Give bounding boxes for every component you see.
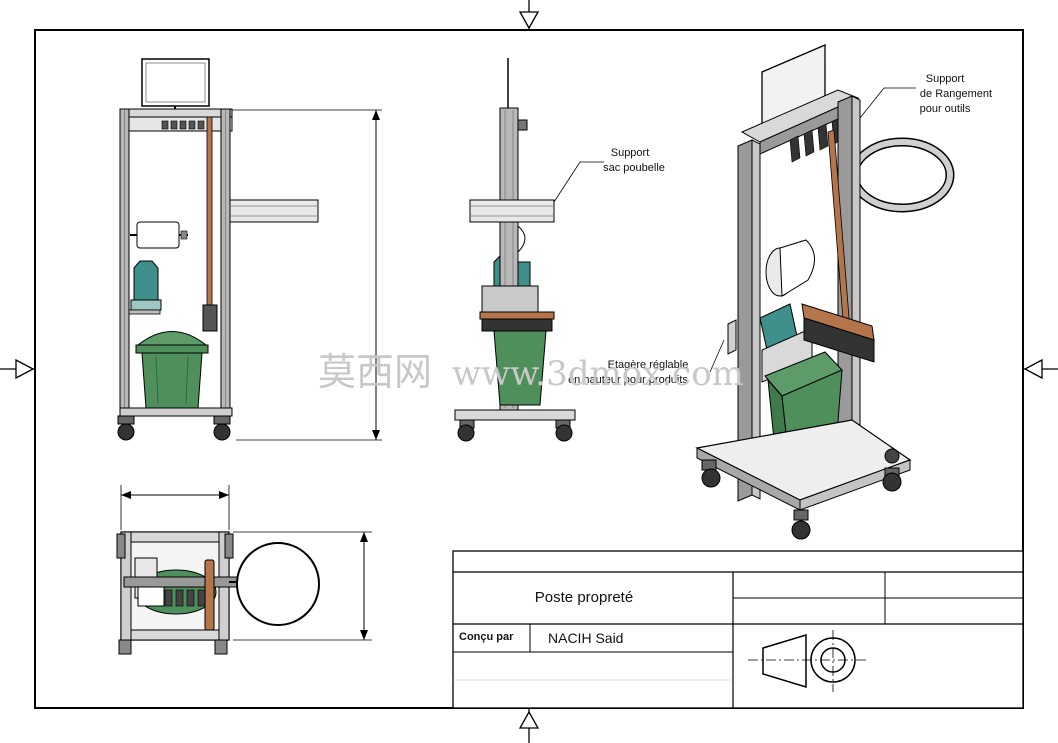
callout-tool-support-1: Support [926, 73, 965, 85]
callout-tool-support-3: pour outils [920, 103, 971, 115]
callout-shelf-2: en hauteur pour produits [568, 374, 688, 386]
callout-labels: Support de Rangement pour outils Support… [568, 73, 992, 386]
watermark-url: www.3dmox.com [452, 354, 744, 394]
drawing-title: Poste propreté [535, 589, 633, 606]
callout-shelf-1: Etagère réglable [608, 359, 689, 371]
projection-method-symbol [748, 630, 866, 692]
title-block: Poste propreté Conçu par NACIH Said [452, 550, 1024, 709]
watermark-chinese: 莫西网 [318, 350, 432, 394]
designed-by-label: Conçu par [459, 631, 514, 643]
callout-bag-support-2: sac poubelle [603, 162, 665, 174]
designed-by-name: NACIH Said [548, 630, 623, 646]
top-view [116, 485, 372, 655]
side-view [454, 58, 604, 442]
callout-tool-support-2: de Rangement [920, 88, 992, 100]
front-view [117, 58, 382, 441]
isometric-view [695, 44, 955, 540]
watermark: 莫西网 www.3dmox.com [318, 350, 744, 394]
callout-bag-support-1: Support [611, 147, 650, 159]
